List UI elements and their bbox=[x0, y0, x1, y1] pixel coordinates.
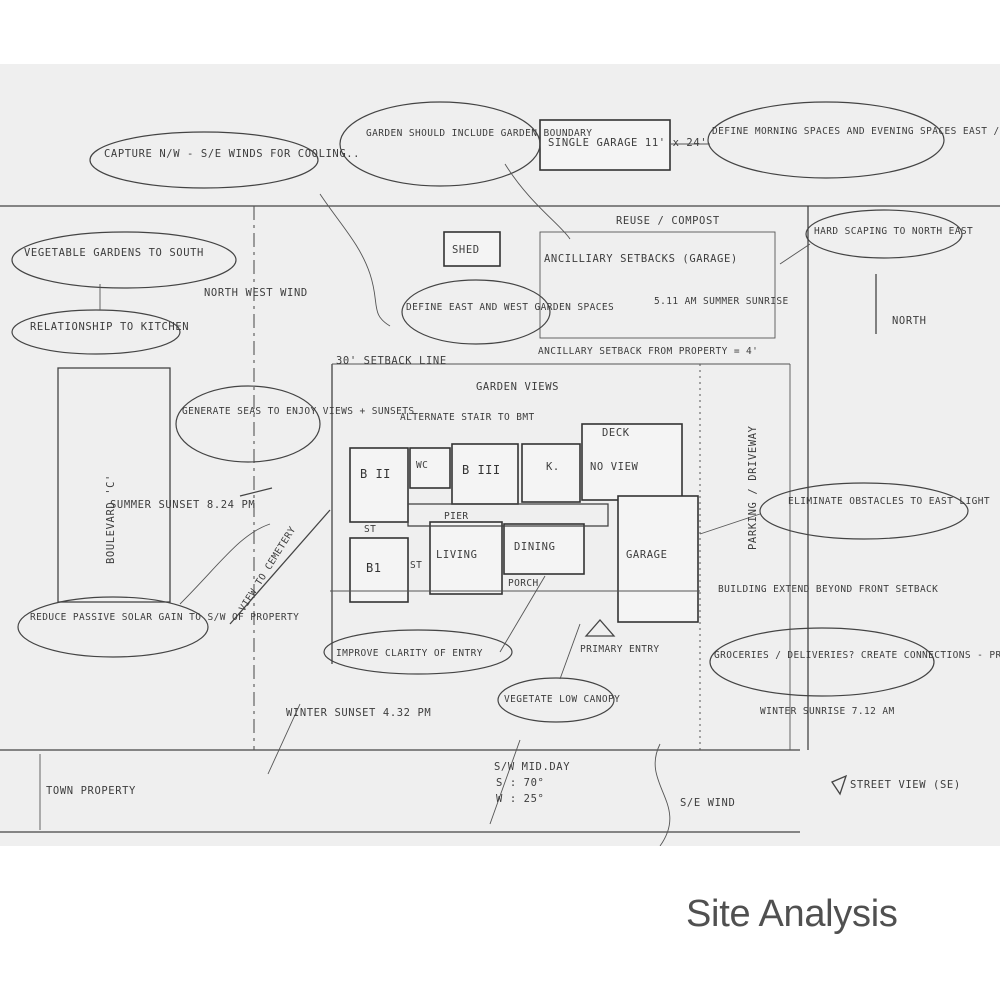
note-reduce-passive: REDUCE PASSIVE SOLAR GAIN TO S/W OF PROP… bbox=[30, 612, 299, 623]
deck-area bbox=[581, 423, 683, 501]
leader-eliminate bbox=[699, 513, 761, 535]
cloud-reduce bbox=[17, 596, 209, 658]
room-label-porch: PORCH bbox=[508, 578, 539, 589]
leader-reduce bbox=[179, 523, 271, 605]
label-primary-entry: PRIMARY ENTRY bbox=[580, 644, 660, 655]
room-label-wc: WC bbox=[416, 460, 428, 471]
note-hard-scaping: HARD SCAPING TO NORTH EAST bbox=[814, 226, 973, 237]
view-cemetery-arrow bbox=[229, 509, 331, 625]
note-eliminate-obstacles: ELIMINATE OBSTACLES TO EAST LIGHT bbox=[788, 496, 990, 507]
note-alternate-stair: ALTERNATE STAIR TO BMT bbox=[400, 412, 535, 423]
cloud-define bbox=[707, 101, 945, 179]
note-reuse-compost: REUSE / COMPOST bbox=[616, 215, 720, 227]
note-define-east-west: DEFINE EAST AND WEST GARDEN SPACES bbox=[406, 302, 614, 313]
entry-marker bbox=[584, 619, 616, 637]
note-north-west-wind: NORTH WEST WIND bbox=[204, 287, 308, 299]
room-label-b1: B1 bbox=[366, 561, 381, 575]
note-winter-sunrise: WINTER SUNRISE 7.12 AM bbox=[760, 706, 895, 717]
ancillary-area bbox=[539, 231, 776, 339]
room-dining bbox=[503, 523, 585, 575]
cloud-hard bbox=[805, 209, 963, 259]
room-wc bbox=[409, 447, 451, 489]
cloud-vegetable bbox=[11, 231, 237, 289]
note-winter-sunset: WINTER SUNSET 4.32 PM bbox=[286, 707, 431, 719]
note-vegetable-gardens: VEGETABLE GARDENS TO SOUTH bbox=[24, 247, 204, 259]
leader-hard bbox=[779, 243, 811, 265]
street-view-marker bbox=[831, 774, 848, 796]
cloud-vegetate bbox=[497, 677, 615, 723]
room-k bbox=[521, 443, 581, 503]
note-groceries: GROCERIES / DELIVERIES? CREATE CONNECTIO… bbox=[714, 650, 1000, 661]
room-label-st1: ST bbox=[364, 524, 376, 535]
corridor bbox=[407, 503, 609, 527]
room-label-living: LIVING bbox=[436, 549, 478, 561]
cloud-groceries bbox=[709, 627, 935, 697]
note-define-morning: DEFINE MORNING SPACES AND EVENING SPACES… bbox=[712, 126, 1000, 137]
se-wind-line bbox=[654, 743, 671, 846]
note-single-garage: SINGLE GARAGE 11' x 24' bbox=[548, 137, 707, 149]
shed-box bbox=[443, 231, 501, 267]
cloud-capture bbox=[89, 131, 319, 189]
caption: Site Analysis bbox=[686, 893, 898, 935]
note-building-extend: BUILDING EXTEND BEYOND FRONT SETBACK bbox=[718, 584, 938, 595]
leader-garden bbox=[504, 163, 571, 240]
cloud-define-east bbox=[401, 279, 551, 345]
room-label-dining: DINING bbox=[514, 541, 556, 553]
label-shed: SHED bbox=[452, 244, 480, 256]
label-no-view: NO VIEW bbox=[590, 461, 639, 473]
label-deck: DECK bbox=[602, 427, 630, 439]
note-relationship-kitchen: RELATIONSHIP TO KITCHEN bbox=[30, 321, 189, 333]
label-north: NORTH bbox=[892, 315, 927, 327]
note-improve-clarity: IMPROVE CLARITY OF ENTRY bbox=[336, 648, 483, 659]
note-se-wind: S/E WIND bbox=[680, 797, 735, 809]
label-boulevard: BOULEVARD 'C' bbox=[105, 474, 117, 564]
note-sw-w: W : 25° bbox=[496, 793, 544, 805]
sunset-arrow bbox=[239, 487, 273, 497]
room-label-garage: GARAGE bbox=[626, 549, 668, 561]
leader-sunset bbox=[267, 703, 301, 775]
note-view-to-cemetery: VIEW TO CEMETERY bbox=[237, 525, 298, 614]
cloud-generate bbox=[175, 385, 321, 463]
label-town-property: TOWN PROPERTY bbox=[46, 785, 136, 797]
leader-midday bbox=[489, 739, 521, 825]
sketch-drawing: CAPTURE N/W - S/E WINDS FOR COOLING.. GA… bbox=[0, 101, 1000, 846]
room-b3 bbox=[451, 443, 519, 505]
note-capture-winds: CAPTURE N/W - S/E WINDS FOR COOLING.. bbox=[104, 148, 360, 160]
cloud-eliminate bbox=[759, 482, 969, 540]
cloud-garden bbox=[339, 101, 541, 187]
note-sw-s: S : 70° bbox=[496, 777, 544, 789]
note-garden-views: GARDEN VIEWS bbox=[476, 381, 559, 393]
site-analysis-sketch: CAPTURE N/W - S/E WINDS FOR COOLING.. GA… bbox=[0, 64, 1000, 846]
leader-improve bbox=[499, 575, 546, 653]
cloud-improve bbox=[323, 629, 513, 675]
note-ancillary-setbacks: ANCILLIARY SETBACKS (GARAGE) bbox=[544, 253, 738, 265]
room-label-st2: ST bbox=[410, 560, 422, 571]
note-summer-sunset: SUMMER SUNSET 8.24 PM bbox=[110, 499, 255, 511]
room-label-b2: B II bbox=[360, 467, 391, 481]
note-ancillary-setback-property: ANCILLARY SETBACK FROM PROPERTY = 4' bbox=[538, 346, 758, 357]
room-garage bbox=[617, 495, 699, 623]
note-sw-midday: S/W MID.DAY bbox=[494, 761, 570, 773]
cloud-relationship bbox=[11, 309, 181, 355]
note-street-view: STREET VIEW (SE) bbox=[850, 779, 961, 791]
note-generate-seas: GENERATE SEAS TO ENJOY VIEWS + SUNSETS bbox=[182, 406, 415, 417]
label-parking-driveway: PARKING / DRIVEWAY bbox=[747, 425, 759, 550]
leader-vegetate bbox=[559, 623, 581, 680]
note-setback-30: 30' SETBACK LINE bbox=[336, 355, 447, 367]
note-vegetate-cover: VEGETATE LOW CANOPY bbox=[504, 694, 620, 705]
room-label-pier: PIER bbox=[444, 511, 468, 522]
nw-wind-line bbox=[319, 193, 391, 327]
room-label-k: K. bbox=[546, 461, 560, 473]
room-b2 bbox=[349, 447, 409, 523]
room-living bbox=[429, 521, 503, 595]
room-label-b3: B III bbox=[462, 463, 501, 477]
note-garden-bounded: GARDEN SHOULD INCLUDE GARDEN BOUNDARY bbox=[366, 128, 592, 139]
boulevard-box bbox=[57, 367, 171, 603]
note-summer-sunrise: 5.11 AM SUMMER SUNRISE bbox=[654, 296, 789, 307]
